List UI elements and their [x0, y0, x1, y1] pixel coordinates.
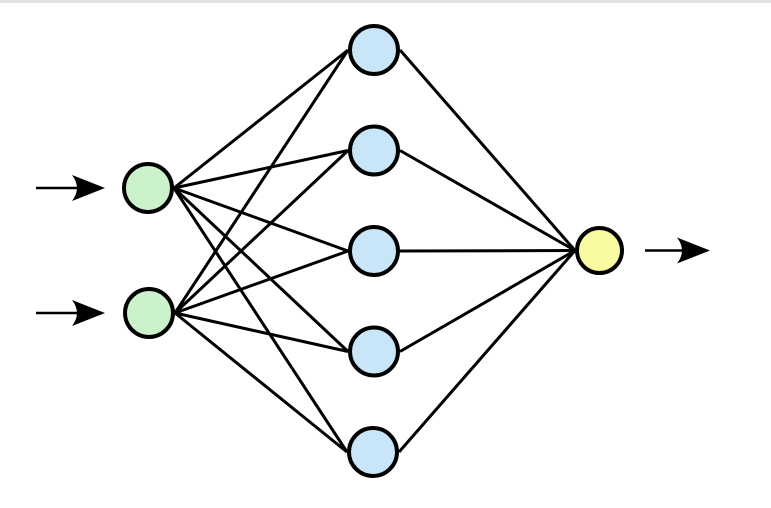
edge-h1-out [398, 49, 577, 252]
input-arrow-1-head [72, 175, 105, 201]
edge-in2-h1 [173, 49, 350, 314]
hidden-node-1 [348, 24, 400, 76]
edge-in2-h5 [174, 311, 348, 454]
edge-in1-h4 [172, 186, 350, 353]
edge-h4-out [399, 249, 576, 353]
output-node [575, 226, 624, 275]
hidden-node-4 [348, 325, 400, 378]
hidden-node-2 [348, 124, 400, 177]
edge-in2-h4 [174, 311, 349, 353]
edge-h3-out [399, 249, 576, 253]
input-node-2 [123, 287, 175, 339]
edge-in1-h1 [173, 48, 349, 190]
edge-in1-h5 [172, 187, 349, 453]
hidden-node-3 [348, 225, 400, 277]
output-arrow-head [677, 237, 710, 264]
window-top-border [0, 0, 771, 3]
edge-h2-out [399, 149, 576, 252]
edge-in1-h3 [173, 186, 349, 253]
edge-h5-out [397, 249, 577, 453]
edge-in2-h2 [173, 149, 350, 315]
edge-in1-h2 [173, 149, 349, 190]
hidden-node-5 [347, 426, 399, 478]
input-node-1 [122, 162, 174, 214]
input-arrow-2-head [72, 300, 105, 326]
edge-in2-h3 [174, 249, 349, 315]
